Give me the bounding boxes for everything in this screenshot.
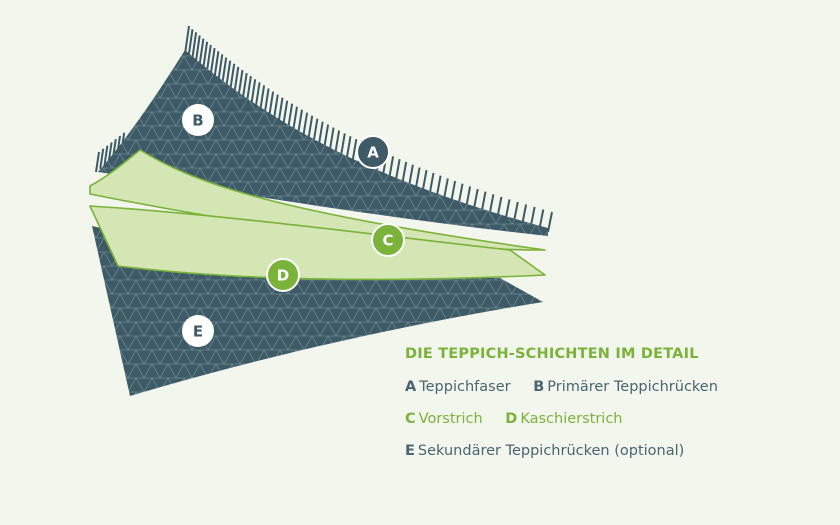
fiber-tuft xyxy=(263,88,270,115)
fiber-tuft xyxy=(302,112,309,138)
fiber-tuft xyxy=(95,151,100,173)
fiber-tuft xyxy=(287,103,294,129)
fiber-tuft xyxy=(213,51,220,79)
svg-text:E: E xyxy=(193,323,203,341)
fiber-tuft xyxy=(268,91,275,118)
fiber-tuft xyxy=(209,47,216,76)
fiber-tuft xyxy=(229,63,236,91)
fiber-tuft xyxy=(217,54,224,82)
fiber-tuft xyxy=(241,72,248,100)
fiber-tuft xyxy=(259,85,266,112)
fiber-tuft xyxy=(297,109,303,135)
marker-d: D xyxy=(266,258,300,292)
fiber-tuft xyxy=(307,115,314,141)
fiber-tuft xyxy=(99,148,105,169)
fiber-tuft xyxy=(191,32,198,61)
fiber-tuft xyxy=(282,100,289,126)
fiber-tuft xyxy=(388,156,395,180)
marker-c: C xyxy=(371,223,405,257)
fiber-tuft xyxy=(225,60,232,88)
fiber-tuft xyxy=(323,124,330,149)
fiber-tuft xyxy=(184,25,190,55)
fiber-tuft xyxy=(334,130,341,155)
svg-text:B: B xyxy=(192,112,203,130)
fiber-tuft xyxy=(245,76,252,103)
fiber-tuft xyxy=(237,69,244,97)
svg-text:A: A xyxy=(367,144,379,162)
fiber-tuft xyxy=(187,29,194,58)
fiber-tuft xyxy=(277,97,284,123)
fiber-tuft xyxy=(205,44,212,73)
fiber-tuft xyxy=(317,121,324,146)
fiber-tuft xyxy=(202,41,209,70)
fiber-tuft xyxy=(345,136,352,160)
layer-b-primary-backing xyxy=(98,50,548,236)
marker-b: B xyxy=(182,104,214,136)
fiber-tuft xyxy=(254,82,261,109)
fiber-tuft xyxy=(339,133,346,158)
fiber-tuft xyxy=(194,35,201,64)
fiber-tuft xyxy=(272,94,279,121)
fiber-tuft xyxy=(250,79,257,106)
svg-text:C: C xyxy=(382,232,393,250)
layer-d-laminating-coat xyxy=(89,205,546,281)
marker-a: A xyxy=(356,135,390,169)
svg-text:D: D xyxy=(277,267,289,285)
fiber-tuft xyxy=(328,127,335,152)
fiber-tuft xyxy=(292,106,298,132)
marker-e: E xyxy=(182,315,214,347)
fiber-tuft xyxy=(103,145,109,166)
legend-title: DIE TEPPICH-SCHICHTEN IM DETAIL xyxy=(405,346,699,362)
fiber-tuft xyxy=(312,118,319,144)
fiber-tuft xyxy=(547,211,553,233)
fiber-tuft xyxy=(351,139,358,163)
fiber-tuft xyxy=(198,38,205,67)
fiber-tuft xyxy=(233,66,240,94)
fiber-tuft xyxy=(221,57,228,85)
fiber-tuft xyxy=(401,161,408,185)
